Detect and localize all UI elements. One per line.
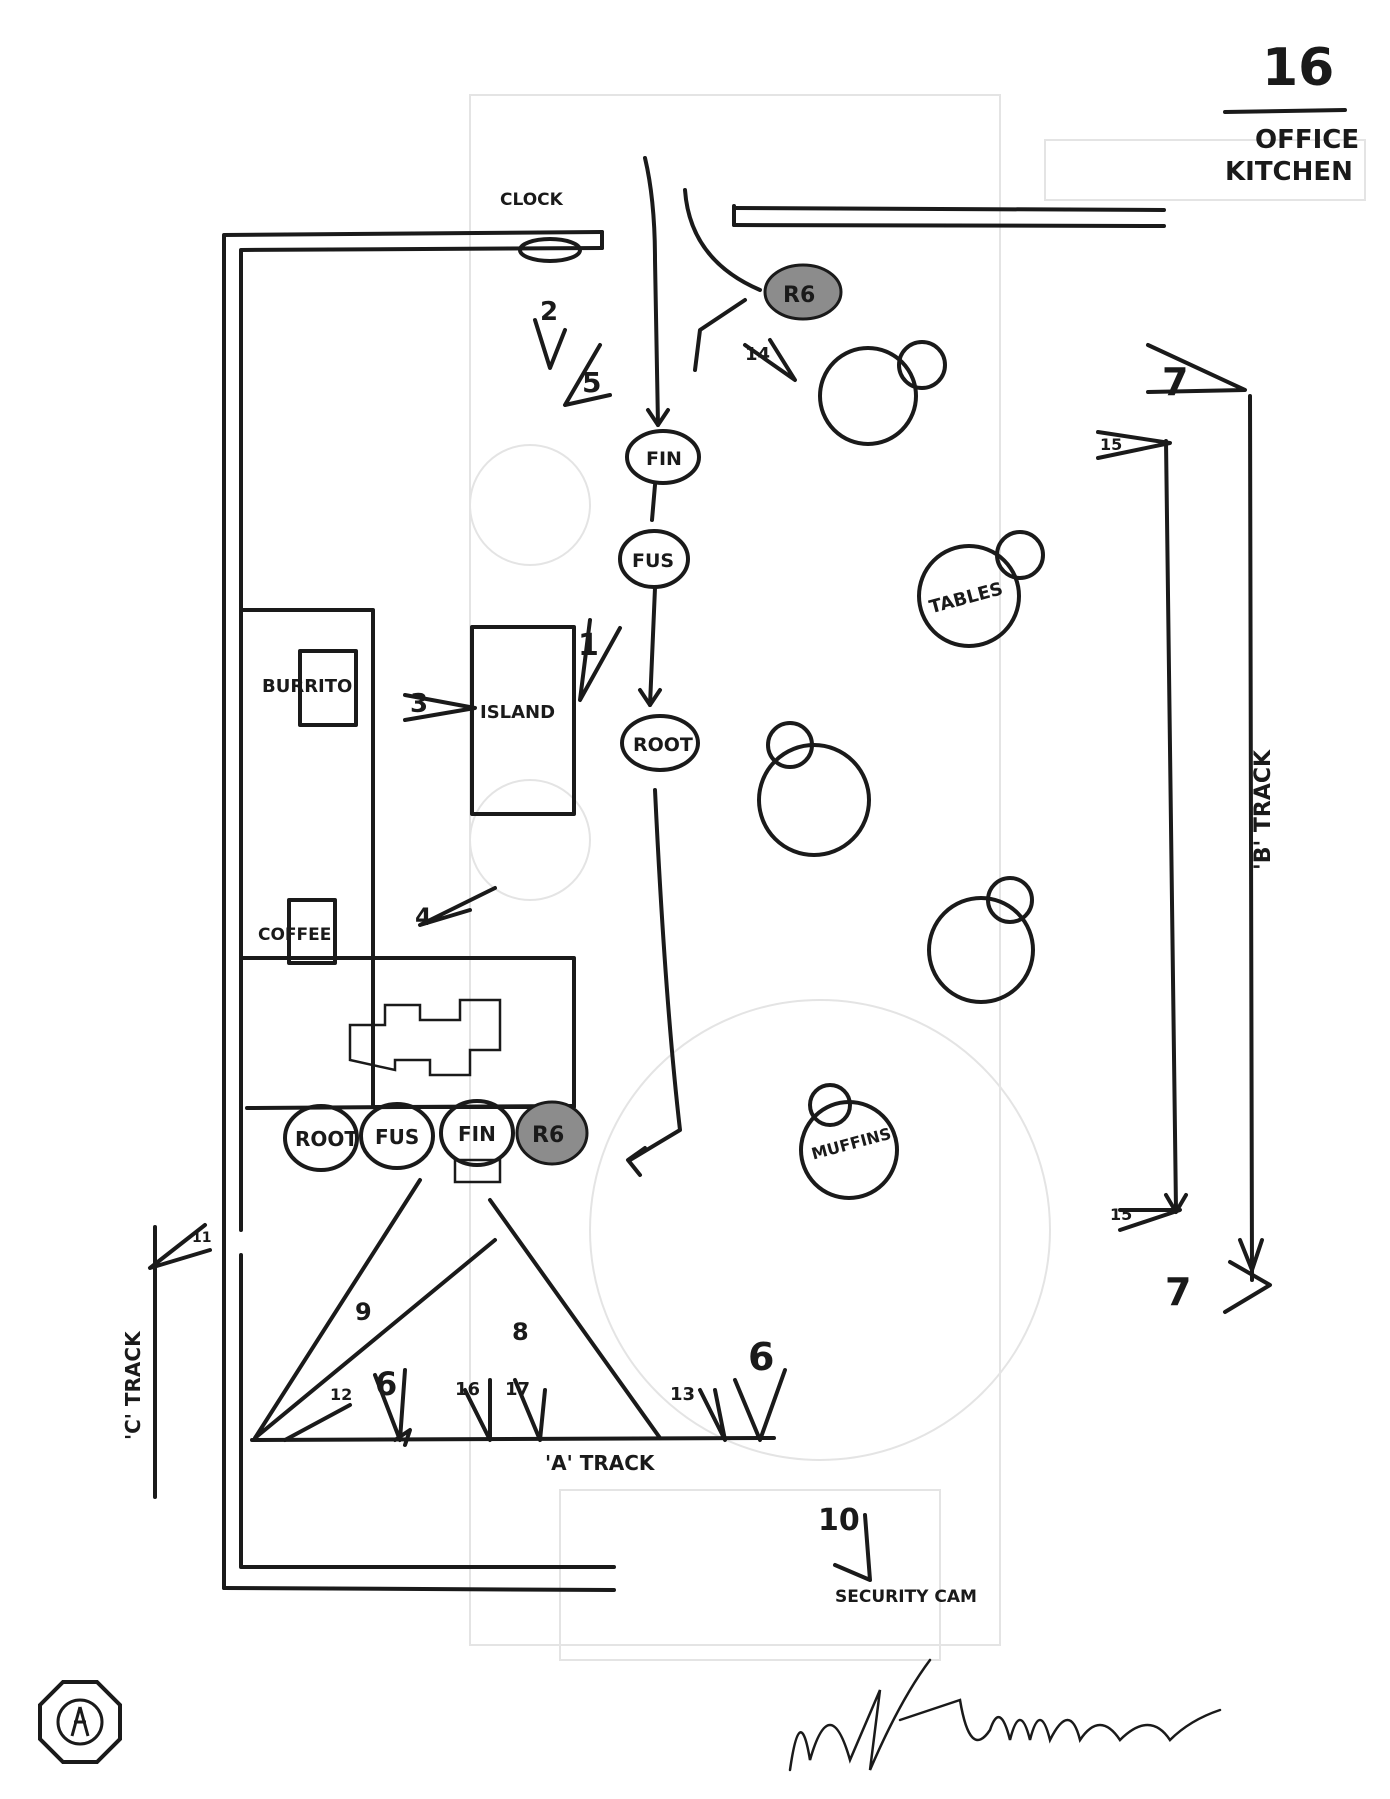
- camera-4-label: 4: [415, 903, 432, 931]
- chairs-shape: [348, 998, 502, 1077]
- character-label: R6: [783, 283, 815, 308]
- camera-markers: 2 5 14 1 3 4 7 15 15 7 11 9 8 12 6 16 17…: [148, 297, 1272, 1582]
- header-divider: [1223, 108, 1347, 114]
- character-label: ROOT: [295, 1127, 358, 1151]
- camera-7-label: 7: [1162, 360, 1188, 404]
- character-root: [283, 1104, 359, 1172]
- tracks: 'B' TRACK 'A' TRACK 'C' TRACK: [121, 394, 1276, 1499]
- walking-path: R6 FIN FUS ROOT: [618, 156, 843, 1177]
- path-character-root: [620, 714, 700, 772]
- character-label: FIN: [458, 1122, 496, 1146]
- walls: [222, 204, 1166, 1592]
- camera-13-label: 13: [670, 1384, 695, 1405]
- clock-label: CLOCK: [500, 190, 564, 210]
- camera-16-label: 16: [455, 1379, 480, 1400]
- scene-name-line2: KITCHEN: [1225, 157, 1353, 187]
- camera-10-label: 10: [818, 1503, 860, 1538]
- camera-5-label: 5: [582, 366, 601, 399]
- background-ghost-sketch: [469, 94, 1366, 1661]
- character-fus: [359, 1102, 435, 1170]
- camera-14-label: 14: [745, 344, 770, 365]
- island: [470, 625, 576, 816]
- signature: [788, 1658, 1222, 1772]
- path-character-fin: [625, 429, 701, 485]
- character-r6: [515, 1100, 589, 1166]
- path-character-fus: [618, 529, 690, 589]
- camera-9-label: 9: [355, 1298, 372, 1326]
- muffins-label: MUFFINS: [809, 1124, 893, 1163]
- counter: [239, 608, 375, 960]
- camera-11-label: 11: [192, 1230, 211, 1246]
- camera-15-label: 15: [1100, 435, 1122, 454]
- character-label: FIN: [646, 448, 682, 470]
- coffee-label: COFFEE: [258, 925, 331, 945]
- burrito-label: BURRITO: [262, 676, 352, 697]
- scene-name-line1: OFFICE: [1255, 125, 1359, 155]
- scene-number: 16: [1262, 38, 1334, 98]
- character-fin: [439, 1099, 515, 1167]
- security-cam-label: SECURITY CAM: [835, 1587, 977, 1607]
- character-label: R6: [532, 1123, 564, 1148]
- camera-3-label: 3: [410, 689, 428, 719]
- character-label: FUS: [632, 550, 674, 572]
- camera-2-label: 2: [540, 297, 558, 327]
- camera-1-label: 1: [578, 628, 599, 663]
- coffee-box: [287, 898, 337, 965]
- character-label: FUS: [375, 1125, 419, 1149]
- path-character-r6: [763, 263, 843, 321]
- lower-counter: [371, 956, 576, 1109]
- clock-prop: [518, 237, 582, 263]
- a-track-label: 'A' TRACK: [545, 1451, 656, 1475]
- island-label: ISLAND: [480, 702, 555, 723]
- camera-7-label: 7: [1165, 1270, 1191, 1314]
- c-track-label: 'C' TRACK: [121, 1330, 145, 1440]
- dharma-logo: [38, 1680, 122, 1764]
- camera-17-label: 17: [505, 1379, 530, 1400]
- character-label: ROOT: [633, 734, 693, 756]
- camera-6-label: 6: [375, 1365, 397, 1403]
- camera-12-label: 12: [330, 1385, 352, 1404]
- camera-15-label: 15: [1110, 1205, 1132, 1224]
- camera-8-label: 8: [512, 1318, 529, 1346]
- burrito-box: [298, 649, 358, 727]
- characters-row: ROOT FUS FIN R6: [283, 1099, 589, 1184]
- camera-6-label: 6: [748, 1335, 774, 1379]
- tables-label: TABLES: [927, 578, 1005, 618]
- b-track-label: 'B' TRACK: [1251, 749, 1276, 870]
